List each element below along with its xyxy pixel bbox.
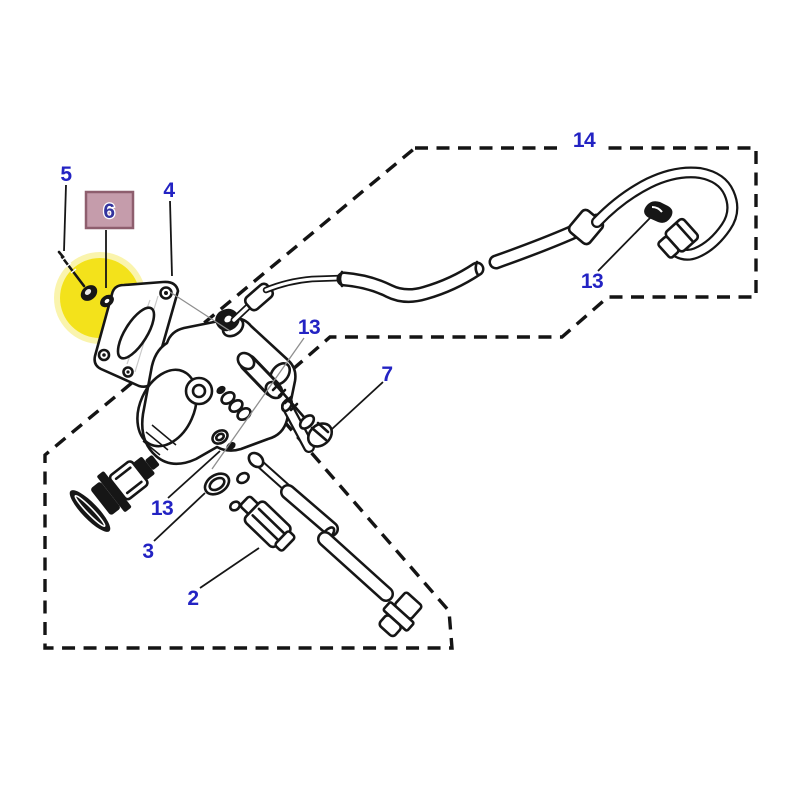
callout-13-middle[interactable]: 13	[297, 315, 322, 341]
leader-line-13-right	[597, 217, 651, 272]
part-hose-assembly-14	[336, 166, 739, 304]
callout-2[interactable]: 2	[186, 586, 200, 612]
leader-line-3	[153, 492, 206, 542]
leader-line-bracket	[169, 291, 231, 332]
part-bolt-5	[57, 250, 98, 301]
leader-line-7	[331, 381, 384, 430]
part-union-2	[229, 495, 296, 552]
part-nut-6	[100, 294, 114, 308]
part-feed-pipe	[230, 274, 345, 324]
part-seal-ring	[69, 490, 111, 532]
leader-line-13-middle	[211, 337, 305, 470]
leader-line-13-bottom	[167, 450, 221, 499]
leader-lines	[63, 184, 651, 589]
part-seal-washers-13	[211, 385, 252, 450]
part-lower-hose	[247, 451, 394, 602]
callout-6-highlight-box	[84, 190, 135, 230]
leader-line-2	[199, 547, 260, 589]
part-regulator	[91, 455, 160, 515]
callout-4[interactable]: 4	[162, 178, 177, 204]
callout-14[interactable]: 14	[572, 128, 598, 154]
leader-line-5	[63, 184, 67, 252]
callout-13-bottom[interactable]: 13	[150, 496, 175, 522]
leader-line-4	[169, 200, 173, 277]
callout-3[interactable]: 3	[141, 539, 155, 565]
callout-6[interactable]: 6	[102, 199, 116, 225]
label-14-gap	[563, 127, 605, 150]
callout-labels: 5 6 4 14 13 13 7 13 3 2	[59, 127, 605, 612]
part-union-fitting	[236, 351, 284, 400]
callout-13-right[interactable]: 13	[580, 269, 605, 295]
boundary-dashed-outline	[43, 146, 758, 650]
callout-7[interactable]: 7	[380, 362, 394, 388]
callout-5[interactable]: 5	[59, 162, 74, 188]
part-hose-end-fitting	[657, 217, 700, 259]
part-lower-end-fitting	[378, 591, 423, 638]
part-bolt-7	[271, 382, 334, 453]
part-oring-3	[203, 471, 250, 496]
part-hose-clip-13	[644, 201, 673, 223]
